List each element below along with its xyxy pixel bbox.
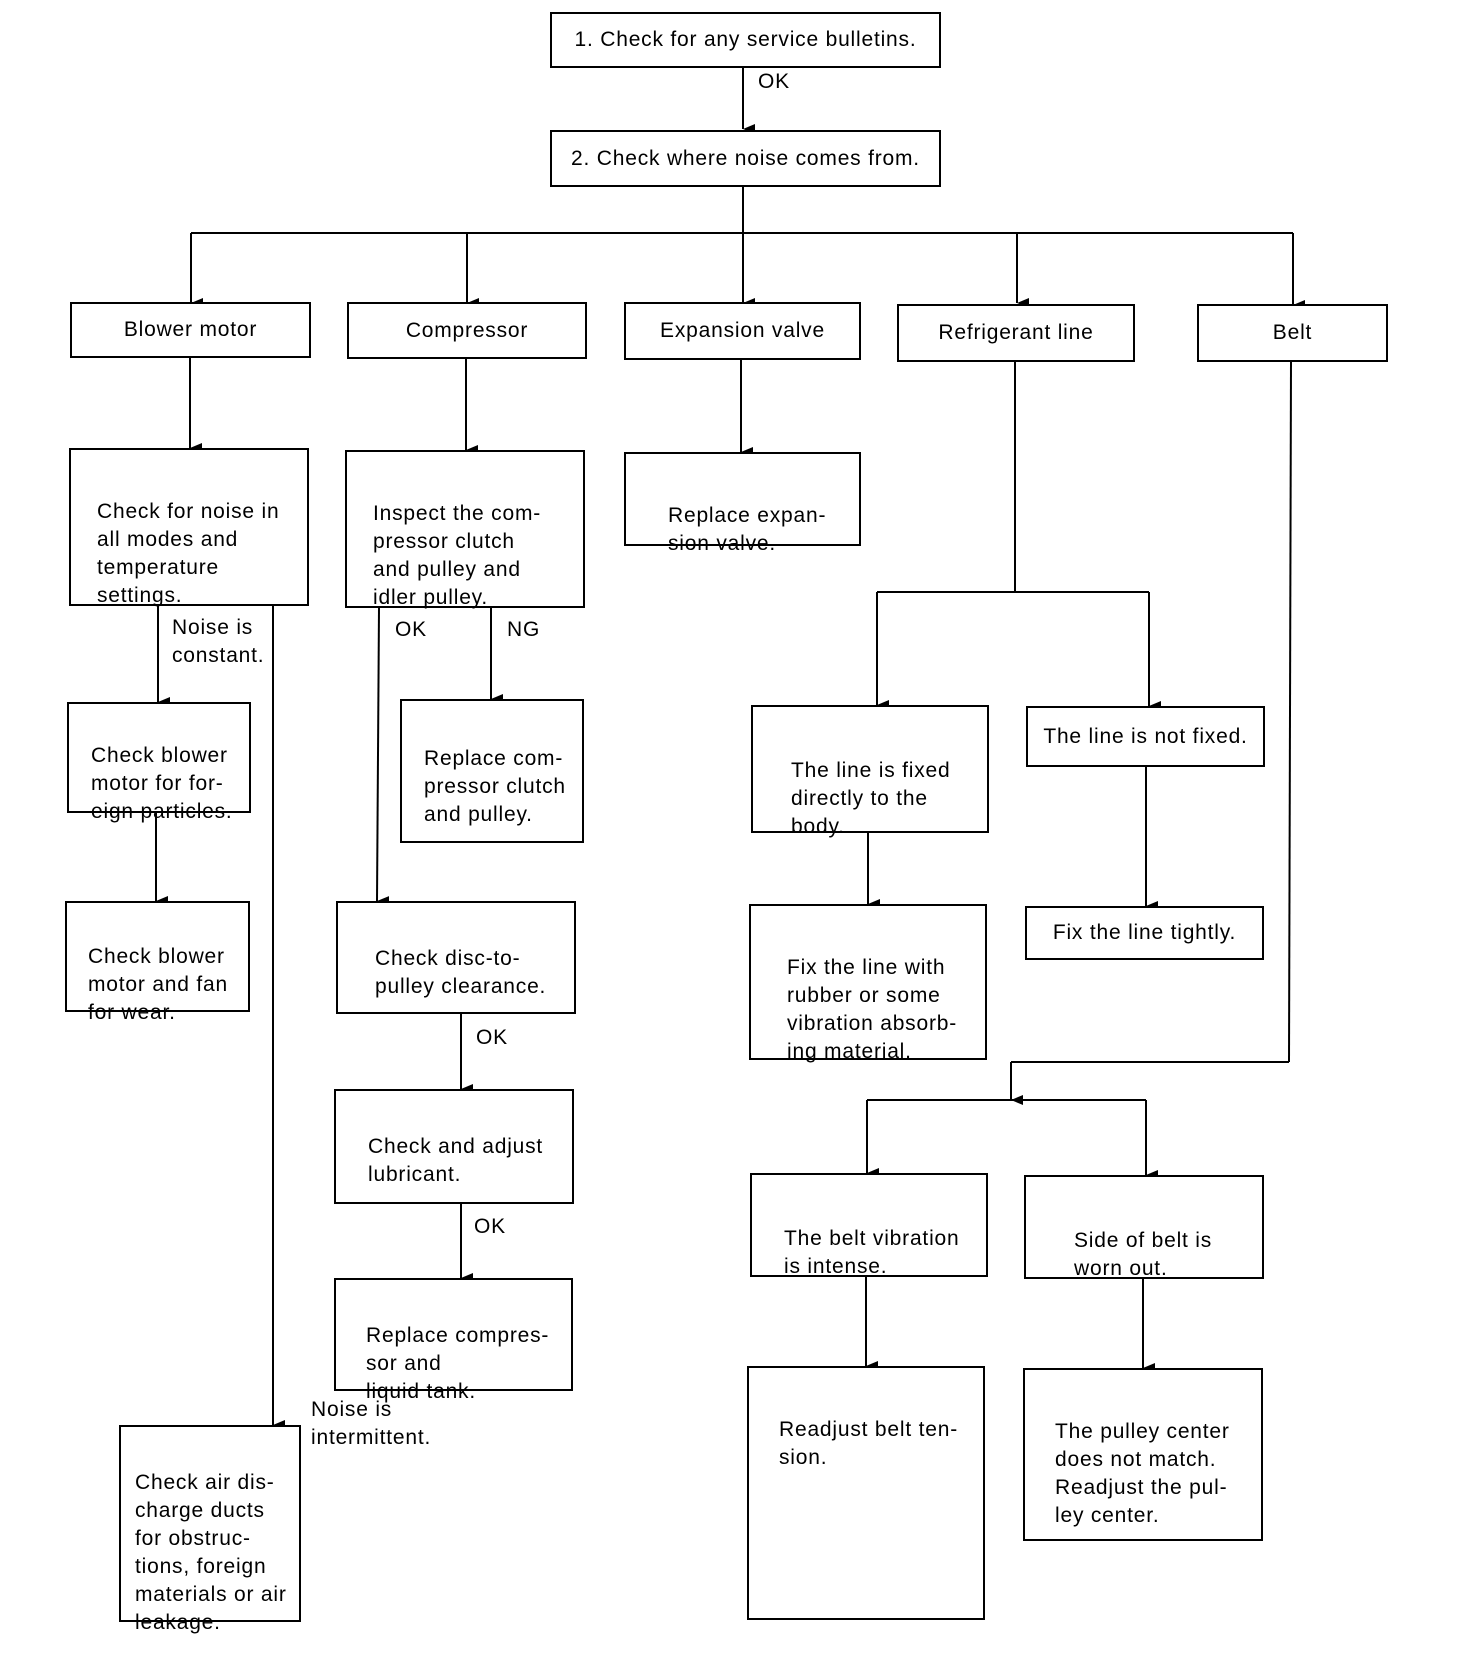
source-compressor-label: Compressor <box>405 318 529 342</box>
blower-check-particles-box: Check blower motor for for- eign particl… <box>67 702 251 823</box>
pulley-center-text: The pulley center does not match. Readju… <box>1055 1420 1230 1527</box>
belt-side-worn-text: Side of belt is worn out. <box>1074 1229 1213 1280</box>
source-belt-label: Belt <box>1272 321 1313 344</box>
step1-text: 1. Check for any service bulletins. <box>574 28 917 51</box>
compressor-check-clearance-box: Check disc-to- pulley clearance. <box>336 901 576 1014</box>
noise-constant-label: Noise is constant. <box>172 616 265 667</box>
compressor-ok2-label: OK <box>476 1026 508 1049</box>
compressor-replace-box: Replace compres- sor and liquid tank. <box>334 1278 573 1403</box>
fix-line-rubber-box: Fix the line with rubber or some vibrati… <box>749 904 987 1063</box>
noise-intermittent-label: Noise is intermittent. <box>311 1398 432 1449</box>
source-refrigerant-line-label: Refrigerant line <box>938 321 1094 344</box>
fix-line-rubber-text: Fix the line with rubber or some vibrati… <box>787 956 958 1063</box>
compressor-replace-clutch-text: Replace com- pressor clutch and pulley. <box>424 747 566 826</box>
line-not-fixed-box: The line is not fixed. <box>1026 706 1265 767</box>
source-expansion-valve: Expansion valve <box>624 302 861 360</box>
belt-vibration-text: The belt vibration is intense. <box>784 1227 960 1278</box>
compressor-ok-label: OK <box>395 618 427 641</box>
expansion-replace-valve-text: Replace expan- sion valve. <box>668 504 827 555</box>
blower-check-noise-box: Check for noise in all modes and tempera… <box>69 448 309 607</box>
expansion-replace-valve-box: Replace expan- sion valve. <box>624 452 861 555</box>
source-expansion-valve-label: Expansion valve <box>660 319 825 342</box>
compressor-replace-clutch-box: Replace com- pressor clutch and pulley. <box>400 699 584 843</box>
blower-check-ducts-box: Check air dis- charge ducts for obstruc-… <box>119 1425 301 1634</box>
step1-ok-label: OK <box>758 70 790 93</box>
readjust-belt-tension-text: Readjust belt ten- sion. <box>779 1418 958 1469</box>
source-compressor: Compressor <box>347 302 587 359</box>
blower-check-noise-text: Check for noise in all modes and tempera… <box>97 500 280 607</box>
compressor-ng-label: NG <box>507 618 541 641</box>
compressor-replace-text: Replace compres- sor and liquid tank. <box>366 1324 550 1403</box>
source-refrigerant-line: Refrigerant line <box>897 304 1135 362</box>
belt-side-worn-box: Side of belt is worn out. <box>1024 1175 1264 1280</box>
compressor-ok3-label: OK <box>474 1215 506 1238</box>
blower-check-wear-text: Check blower motor and fan for wear. <box>88 945 228 1024</box>
step2-text: 2. Check where noise comes from. <box>571 146 920 170</box>
step2-box: 2. Check where noise comes from. <box>550 130 941 187</box>
line-not-fixed-text: The line is not fixed. <box>1043 724 1248 748</box>
line-fixed-box: The line is fixed directly to the body. <box>751 705 989 838</box>
fix-line-tightly-text: Fix the line tightly. <box>1052 921 1237 944</box>
compressor-check-clearance-text: Check disc-to- pulley clearance. <box>375 947 547 998</box>
pulley-center-box: The pulley center does not match. Readju… <box>1023 1368 1263 1541</box>
readjust-belt-tension-box: Readjust belt ten- sion. <box>747 1366 985 1620</box>
belt-vibration-box: The belt vibration is intense. <box>750 1173 988 1278</box>
source-blower-motor-label: Blower motor <box>123 318 258 341</box>
compressor-check-lubricant-box: Check and adjust lubricant. <box>334 1089 574 1204</box>
compressor-check-lubricant-text: Check and adjust lubricant. <box>368 1135 544 1186</box>
step1-box: 1. Check for any service bulletins. <box>550 12 941 68</box>
source-belt: Belt <box>1197 304 1388 362</box>
blower-check-wear-box: Check blower motor and fan for wear. <box>65 901 250 1024</box>
compressor-inspect-text: Inspect the com- pressor clutch and pull… <box>373 502 542 609</box>
blower-check-ducts-text: Check air dis- charge ducts for obstruc-… <box>135 1471 287 1634</box>
line-fixed-text: The line is fixed directly to the body. <box>791 759 951 838</box>
blower-check-particles-text: Check blower motor for for- eign particl… <box>91 744 233 823</box>
source-blower-motor: Blower motor <box>70 302 311 358</box>
compressor-inspect-box: Inspect the com- pressor clutch and pull… <box>345 450 585 609</box>
fix-line-tightly-box: Fix the line tightly. <box>1025 906 1264 960</box>
